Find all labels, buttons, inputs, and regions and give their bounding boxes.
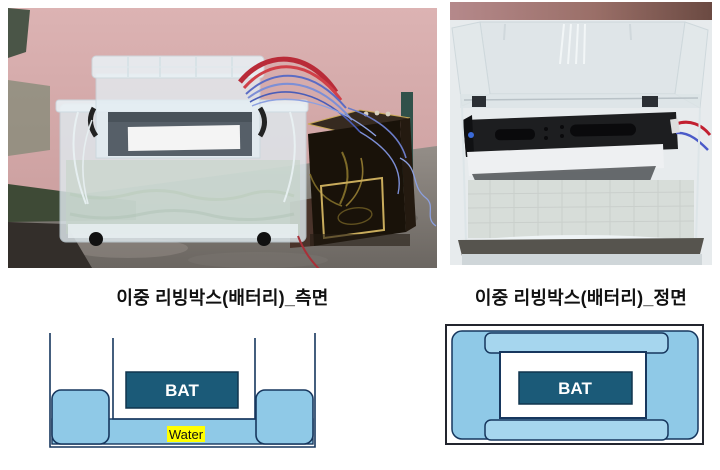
- photo-front-view: [450, 2, 712, 265]
- battery-slot-right: [570, 123, 636, 137]
- photo-side-view: [8, 8, 437, 268]
- bottom-light-band: [462, 254, 702, 265]
- wheel-left: [89, 232, 103, 246]
- bottom-dark-band: [458, 238, 704, 256]
- inner-living-box: [82, 55, 267, 205]
- wall-strip: [450, 2, 712, 22]
- box-back-wall: [479, 21, 686, 95]
- battery-front: [463, 112, 712, 187]
- battery-label: BAT: [165, 381, 199, 400]
- caption-front-view: 이중 리빙박스(배터리)_정면: [474, 288, 688, 308]
- diagram-front-view: BAT: [445, 324, 704, 445]
- wires: [238, 56, 437, 268]
- water-column-right: [255, 389, 314, 445]
- inner-box-outline: [112, 338, 256, 420]
- outer-box-outline: [49, 333, 316, 448]
- gold-floral-pattern: [339, 151, 349, 205]
- battery-slot-left: [495, 128, 536, 141]
- battery-rect: [125, 371, 239, 409]
- clip-left: [472, 96, 486, 107]
- water-in-box: [66, 160, 300, 234]
- caption-side-view: 이중 리빙박스(배터리)_측면: [116, 288, 329, 308]
- water-label: Water: [169, 427, 204, 442]
- battery-label: BAT: [558, 379, 592, 398]
- inner-wall-top-bar: [484, 332, 669, 354]
- inner-wall-bottom-bar: [484, 419, 669, 441]
- water-label-highlight: [167, 426, 205, 442]
- water-column-left: [51, 389, 110, 445]
- gold-frame: [319, 176, 386, 240]
- wheel-right: [257, 232, 271, 246]
- wall-dark-patch: [8, 8, 30, 58]
- battery-blue-dot: [468, 132, 474, 138]
- wall-olive-band: [8, 80, 50, 156]
- blue-wire: [675, 131, 709, 151]
- diagram-side-view: BAT Water: [49, 333, 316, 448]
- red-wire: [675, 120, 712, 136]
- battery-rect: [518, 371, 633, 405]
- lid-handle-streaks: [559, 23, 586, 65]
- battery-label-blank: [127, 125, 241, 151]
- clip-right: [642, 96, 658, 107]
- tiled-floor-through-water: [467, 180, 695, 238]
- handle-clip-right: [257, 106, 267, 138]
